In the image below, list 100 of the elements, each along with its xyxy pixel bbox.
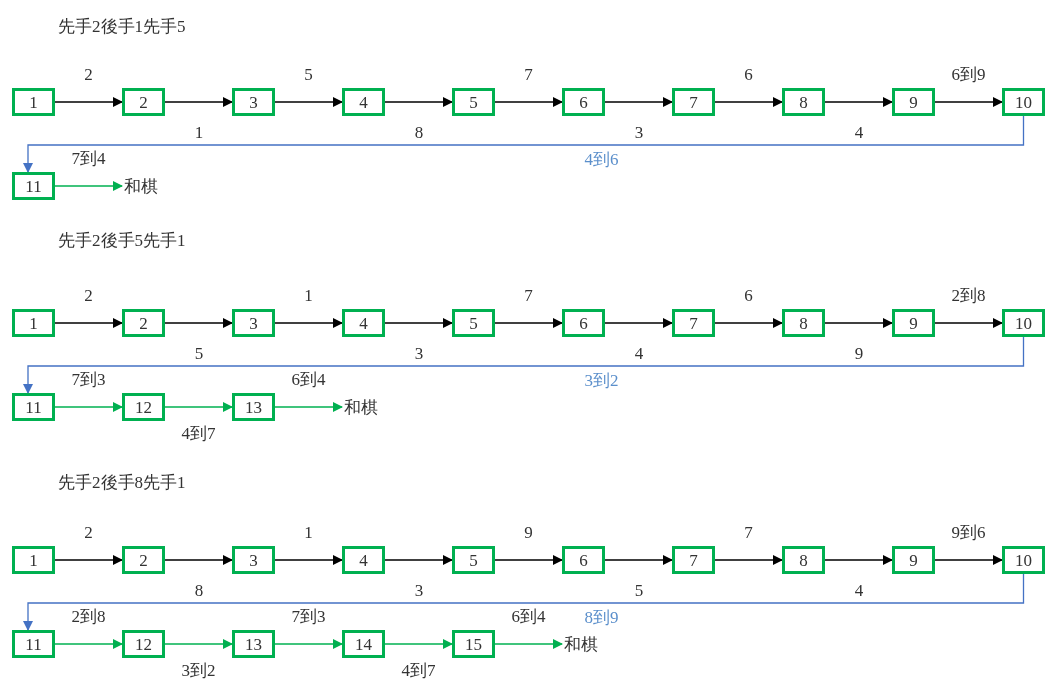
arrow — [164, 639, 233, 649]
number-box: 8 — [782, 309, 825, 337]
edge-label: 4到7 — [179, 424, 218, 442]
arrow — [824, 97, 893, 107]
arrow — [274, 402, 343, 412]
arrow — [934, 318, 1003, 328]
edge-label: 4到7 — [399, 661, 438, 679]
arrow — [23, 336, 1025, 394]
number-box: 6 — [562, 546, 605, 574]
move-number: 4 — [854, 123, 864, 141]
edge-label: 2到8 — [949, 286, 988, 304]
number-box: 1 — [12, 546, 55, 574]
number-box: 7 — [672, 88, 715, 116]
arrow — [604, 318, 673, 328]
arrow — [54, 318, 123, 328]
arrow — [54, 97, 123, 107]
move-number: 8 — [194, 581, 204, 599]
number-box: 4 — [342, 309, 385, 337]
arrow — [604, 97, 673, 107]
arrow — [604, 555, 673, 565]
arrow — [54, 181, 123, 191]
number-box: 2 — [122, 546, 165, 574]
number-box: 4 — [342, 88, 385, 116]
number-box: 6 — [562, 88, 605, 116]
arrow — [494, 97, 563, 107]
arrow — [934, 555, 1003, 565]
number-box: 9 — [892, 88, 935, 116]
number-box: 4 — [342, 546, 385, 574]
arrow — [384, 97, 453, 107]
number-box: 8 — [782, 546, 825, 574]
number-box: 2 — [122, 309, 165, 337]
number-box: 7 — [672, 309, 715, 337]
number-box: 2 — [122, 88, 165, 116]
number-box: 1 — [12, 309, 55, 337]
number-box: 5 — [452, 546, 495, 574]
number-box: 5 — [452, 309, 495, 337]
arrow — [54, 402, 123, 412]
outcome-text: 和棋 — [344, 393, 378, 421]
edge-label: 8到9 — [582, 608, 621, 626]
number-box: 11 — [12, 172, 55, 200]
arrow — [54, 555, 123, 565]
number-box: 10 — [1002, 309, 1045, 337]
number-box: 9 — [892, 309, 935, 337]
edge-label: 3到2 — [582, 371, 621, 389]
arrow — [714, 97, 783, 107]
move-number: 3 — [634, 123, 644, 141]
move-number: 3 — [414, 344, 424, 362]
number-box: 11 — [12, 630, 55, 658]
arrow — [274, 97, 343, 107]
number-box: 12 — [122, 393, 165, 421]
number-box: 6 — [562, 309, 605, 337]
arrow — [384, 318, 453, 328]
edge-label: 7到4 — [69, 149, 108, 167]
arrow — [164, 97, 233, 107]
number-box: 8 — [782, 88, 825, 116]
outcome-text: 和棋 — [564, 630, 598, 658]
section-heading: 先手2後手1先手5 — [58, 18, 186, 35]
edge-label: 4到6 — [582, 150, 621, 168]
arrow — [384, 555, 453, 565]
number-box: 3 — [232, 546, 275, 574]
arrow — [164, 402, 233, 412]
number-box: 10 — [1002, 546, 1045, 574]
section-heading: 先手2後手8先手1 — [58, 474, 186, 491]
number-box: 1 — [12, 88, 55, 116]
edge-label: 6到4 — [509, 607, 548, 625]
arrow — [714, 318, 783, 328]
move-number: 3 — [414, 581, 424, 599]
number-box: 12 — [122, 630, 165, 658]
arrow — [494, 555, 563, 565]
number-box: 9 — [892, 546, 935, 574]
number-box: 14 — [342, 630, 385, 658]
move-number: 9 — [854, 344, 864, 362]
arrow — [714, 555, 783, 565]
number-box: 15 — [452, 630, 495, 658]
arrow — [54, 639, 123, 649]
arrow — [164, 555, 233, 565]
arrow — [824, 318, 893, 328]
move-number: 4 — [854, 581, 864, 599]
arrow — [494, 318, 563, 328]
number-box: 3 — [232, 88, 275, 116]
arrow — [494, 639, 563, 649]
edge-label: 2到8 — [69, 607, 108, 625]
outcome-text: 和棋 — [124, 172, 158, 200]
arrow — [164, 318, 233, 328]
move-number: 4 — [634, 344, 644, 362]
number-box: 10 — [1002, 88, 1045, 116]
section-heading: 先手2後手5先手1 — [58, 232, 186, 249]
arrow — [274, 639, 343, 649]
move-number: 5 — [634, 581, 644, 599]
move-number: 8 — [414, 123, 424, 141]
edge-label: 9到6 — [949, 523, 988, 541]
arrow — [274, 318, 343, 328]
arrow — [824, 555, 893, 565]
edge-label: 7到3 — [69, 370, 108, 388]
number-box: 11 — [12, 393, 55, 421]
arrow — [23, 115, 1025, 173]
arrow — [23, 573, 1025, 631]
move-number: 1 — [194, 123, 204, 141]
arrow — [384, 639, 453, 649]
number-box: 5 — [452, 88, 495, 116]
